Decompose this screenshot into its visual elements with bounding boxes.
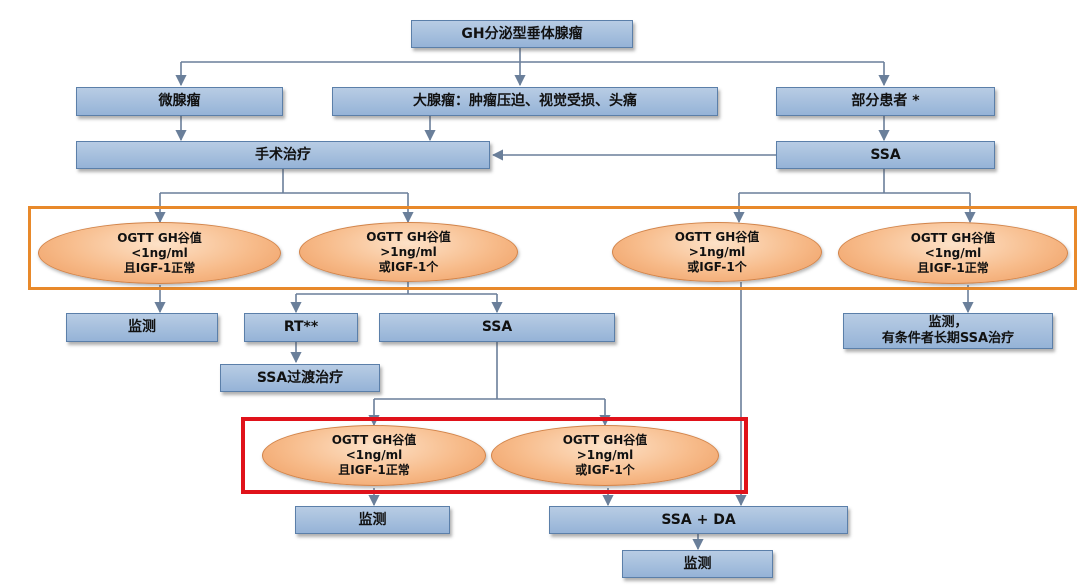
node-monitor-left: 监测 (66, 313, 218, 342)
node-gh-adenoma: GH分泌型垂体腺瘤 (411, 20, 633, 48)
node-monitor-right: 监测， 有条件者长期SSA治疗 (843, 313, 1053, 349)
oval-ogtt-high-3: OGTT GH谷值 >1ng/ml 或IGF-1个 (612, 222, 822, 282)
node-ssa-transition: SSA过渡治疗 (220, 364, 380, 392)
node-ssa-mid: SSA (379, 313, 615, 342)
highlight-frame-red (241, 417, 748, 494)
oval-ogtt-normal-5: OGTT GH谷值 <1ng/ml 且IGF-1正常 (262, 425, 486, 486)
node-microadenoma: 微腺瘤 (76, 87, 283, 116)
node-monitor-bottom: 监测 (622, 550, 773, 578)
oval-ogtt-high-2: OGTT GH谷值 >1ng/ml 或IGF-1个 (299, 222, 518, 282)
node-macroadenoma: 大腺瘤：肿瘤压迫、视觉受损、头痛 (332, 87, 718, 116)
oval-ogtt-normal-1: OGTT GH谷值 <1ng/ml 且IGF-1正常 (38, 222, 281, 284)
oval-ogtt-normal-4: OGTT GH谷值 <1ng/ml 且IGF-1正常 (838, 222, 1068, 284)
highlight-frame-orange (28, 206, 1077, 290)
node-ssa-da: SSA + DA (549, 506, 848, 534)
node-ssa-right: SSA (776, 141, 995, 169)
oval-ogtt-high-6: OGTT GH谷值 >1ng/ml 或IGF-1个 (491, 425, 719, 486)
node-surgery: 手术治疗 (76, 141, 490, 169)
node-partial-patients: 部分患者 * (776, 87, 995, 116)
node-rt: RT** (244, 313, 358, 342)
node-monitor-bottom-left: 监测 (295, 506, 450, 534)
